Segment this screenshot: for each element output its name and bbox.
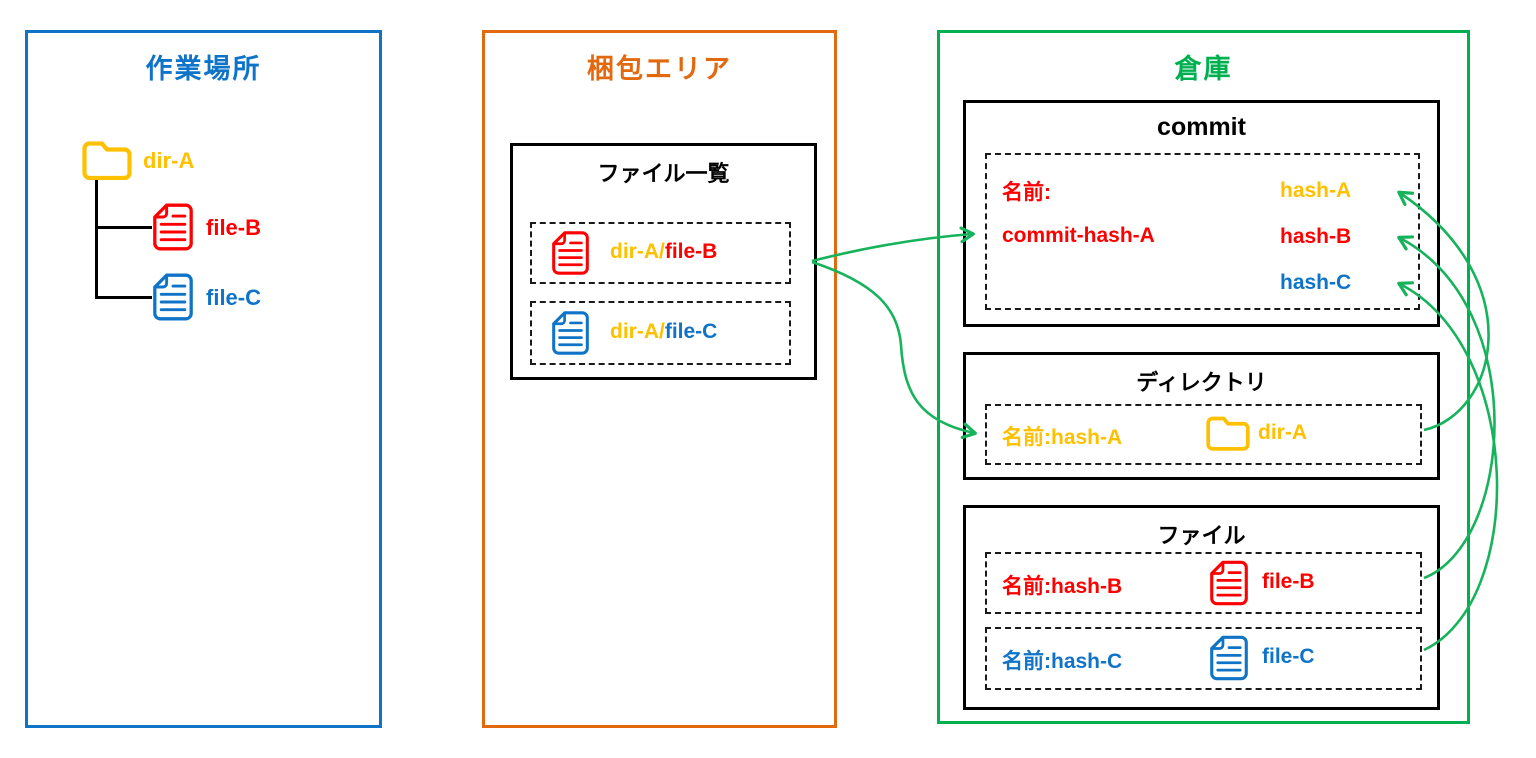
commit-name-label: 名前: xyxy=(1002,181,1051,204)
file-outline xyxy=(552,311,589,355)
directory-box-title: ディレクトリ xyxy=(1136,370,1267,395)
directory-dir-a-label: dir-A xyxy=(1258,421,1307,444)
staging-panel-title: 梱包エリア xyxy=(587,54,732,84)
commit-ref-hash-a: hash-A xyxy=(1280,179,1352,202)
commit-name-value: commit-hash-A xyxy=(1002,224,1155,247)
staged-file-b-name: file-B xyxy=(664,240,718,263)
commit-ref-hash-c: hash-C xyxy=(1280,271,1352,294)
file-fold xyxy=(1210,635,1225,650)
file-text-lines xyxy=(159,214,187,242)
repo-file-c-label: file-C xyxy=(1262,645,1315,668)
directory-entry-box xyxy=(985,404,1422,465)
staged-file-c-icon xyxy=(552,311,589,355)
file-text-lines xyxy=(1216,646,1242,672)
staged-file-c-label: dir-A/file-C xyxy=(610,320,717,344)
workspace-panel-title: 作業場所 xyxy=(145,54,262,84)
repository-panel-title: 倉庫 xyxy=(1174,54,1233,84)
file-list-title: ファイル一覧 xyxy=(597,161,730,186)
tree-trunk-line xyxy=(95,180,98,299)
workspace-file-b-label: file-B xyxy=(206,215,261,240)
workspace-file-c-label: file-C xyxy=(206,285,261,310)
repo-file-b-label: file-B xyxy=(1262,570,1315,593)
workspace-file-b-icon xyxy=(153,203,193,251)
staged-file-c-name: file-C xyxy=(664,320,718,343)
commit-box-title: commit xyxy=(1157,113,1246,141)
file-c-entry-name: 名前:hash-C xyxy=(1002,650,1123,673)
repo-file-c-icon xyxy=(1210,635,1248,681)
staged-file-c-prefix: dir-A/ xyxy=(610,320,665,343)
workspace-file-c-icon xyxy=(153,273,193,321)
file-b-entry-box xyxy=(985,552,1422,614)
staged-file-b-prefix: dir-A/ xyxy=(610,240,665,263)
file-b-entry-name: 名前:hash-B xyxy=(1002,575,1123,598)
staged-file-b-label: dir-A/file-B xyxy=(610,240,717,264)
commit-ref-hash-b: hash-B xyxy=(1280,225,1352,248)
file-text-lines xyxy=(159,284,187,312)
dir-a-folder-icon xyxy=(82,141,132,180)
file-text-lines xyxy=(558,241,583,267)
file-fold xyxy=(153,273,169,289)
directory-dir-a-icon xyxy=(1206,416,1250,451)
file-fold xyxy=(552,231,566,246)
commit-content-box xyxy=(985,153,1420,310)
file-text-lines xyxy=(558,321,583,347)
file-fold xyxy=(153,203,169,219)
workspace-dir-a-label: dir-A xyxy=(143,148,195,173)
staged-file-b-icon xyxy=(552,231,589,275)
file-outline xyxy=(153,203,193,251)
directory-entry-name: 名前:hash-A xyxy=(1002,426,1123,449)
file-c-entry-box xyxy=(985,627,1422,690)
file-outline xyxy=(153,273,193,321)
file-outline xyxy=(552,231,589,275)
file-fold xyxy=(552,311,566,326)
folder-shape xyxy=(1206,416,1250,451)
tree-branch-file-b xyxy=(95,226,152,229)
file-fold xyxy=(1210,560,1225,575)
folder-shape xyxy=(82,141,132,180)
file-outline xyxy=(1210,560,1248,606)
workspace-panel: 作業場所 xyxy=(25,30,382,728)
file-outline xyxy=(1210,635,1248,681)
tree-branch-file-c xyxy=(95,296,152,299)
file-box-title: ファイル xyxy=(1157,523,1246,548)
repo-file-b-icon xyxy=(1210,560,1248,606)
file-text-lines xyxy=(1216,571,1242,597)
